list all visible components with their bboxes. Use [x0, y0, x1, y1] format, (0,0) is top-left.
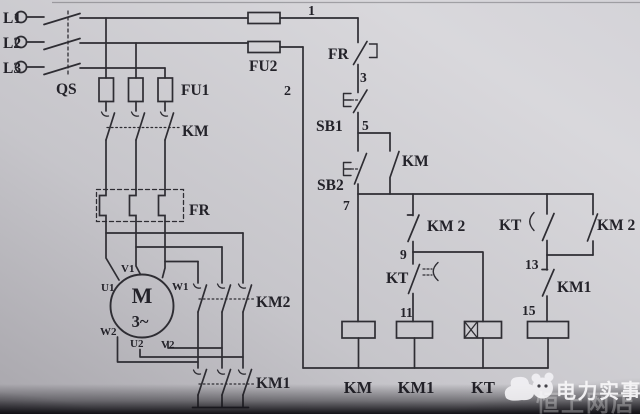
qs-switch	[25, 10, 249, 77]
label-qs: QS	[56, 81, 77, 98]
watermark: 恒上网店 电力实事	[504, 372, 640, 414]
label-fr-heater: FR	[189, 202, 210, 219]
phase-drops	[105, 17, 166, 79]
label-km2-nc: KM 2	[427, 218, 466, 235]
label-fu1: FU1	[181, 82, 209, 99]
watermark-brand-text: 电力实事	[556, 379, 640, 403]
label-fr-nc: FR	[328, 46, 349, 63]
km-aux-contact	[389, 132, 400, 195]
terminal-w1: W1	[172, 281, 189, 293]
kt-delay-contact-left	[407, 251, 439, 323]
terminal-w2: W2	[100, 326, 117, 338]
motor-feed-wires	[105, 220, 244, 284]
km2-coil	[526, 320, 570, 369]
label-sb2: SB2	[317, 177, 344, 194]
sb1-stop-button	[342, 89, 391, 134]
wire-number-7: 7	[343, 198, 350, 213]
fr-thermal-relay	[95, 188, 185, 223]
corner-shadow-left	[0, 382, 140, 414]
motor-symbol	[109, 273, 175, 339]
terminal-v2: V2	[161, 339, 175, 351]
label-l3: L3	[3, 60, 21, 77]
wire-number-2: 2	[284, 84, 291, 99]
wire-number-5: 5	[362, 118, 369, 133]
label-km2-main: KM2	[256, 294, 291, 311]
label-kt-left: KT	[386, 270, 409, 287]
wire-number-15: 15	[522, 303, 536, 318]
terminal-u2: U2	[130, 338, 144, 350]
watermark-logo-icon	[504, 372, 554, 401]
label-km-main: KM	[182, 123, 209, 140]
km-coil	[341, 320, 376, 369]
label-sb1: SB1	[316, 118, 343, 135]
watermark-ghost-text: 恒上网店	[536, 390, 636, 414]
motor-phase: 3~	[132, 312, 149, 331]
fr-nc-contact	[352, 17, 378, 94]
label-km1-nc: KM1	[557, 279, 591, 296]
label-km2-right: KM 2	[597, 217, 636, 234]
kt-coil	[463, 320, 503, 369]
wire-number-1: 1	[308, 4, 315, 19]
km2-aux-contact-right	[586, 193, 599, 256]
label-km-aux: KM	[402, 153, 429, 170]
km2-nc-contact	[406, 193, 420, 253]
wire-number-9: 9	[400, 247, 407, 262]
km-main-contacts	[100, 100, 180, 191]
motor-letter: M	[132, 283, 153, 308]
sb2-start-button	[342, 132, 368, 195]
label-l1: L1	[3, 10, 21, 27]
label-kt-right: KT	[499, 217, 522, 234]
winding-end-wires	[116, 336, 244, 363]
km1-coil	[395, 320, 434, 369]
terminal-u1: U1	[101, 282, 114, 294]
kt-coil-branch	[412, 251, 484, 323]
wire-number-13: 13	[525, 257, 539, 272]
wire-number-11: 11	[400, 305, 413, 320]
label-fu2: FU2	[249, 58, 278, 75]
kt-timed-contact-right	[529, 193, 555, 256]
label-l2: L2	[3, 35, 21, 52]
terminal-v1: V1	[121, 263, 134, 275]
km1-nc-contact	[541, 254, 555, 323]
wire-number-3: 3	[360, 70, 367, 85]
fu2-fuses	[247, 11, 359, 369]
km2-main-contacts	[192, 283, 255, 369]
